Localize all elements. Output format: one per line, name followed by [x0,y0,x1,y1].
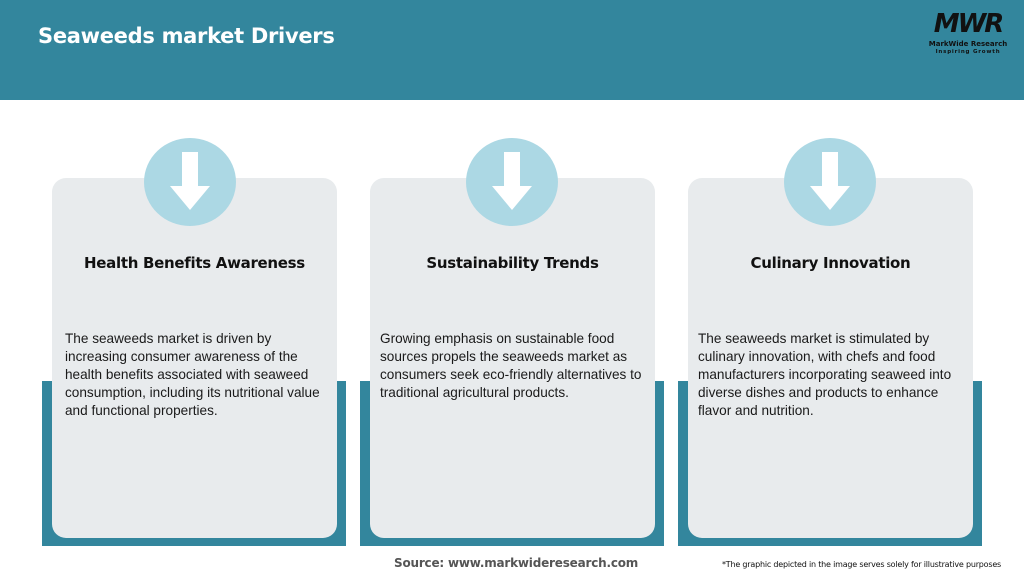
logo-tagline: Inspiring Growth [935,49,1001,55]
driver-card-health: Health Benefits Awareness The seaweeds m… [52,178,337,538]
arrow-down-icon [784,138,876,226]
card-title: Culinary Innovation [750,254,911,272]
page-title: Seaweeds market Drivers [38,24,335,48]
card-text: Growing emphasis on sustainable food sou… [380,331,642,400]
card-title: Health Benefits Awareness [84,254,305,272]
arrow-down-icon [466,138,558,226]
logo-name: MarkWide Research [928,40,1008,48]
logo-mark: MWR [933,9,1005,39]
card-title: Sustainability Trends [426,254,599,272]
driver-card-sustainability: Sustainability Trends Growing emphasis o… [370,178,655,538]
arrow-down-icon [144,138,236,226]
source-text: Source: www.markwideresearch.com [394,556,639,570]
driver-card-culinary: Culinary Innovation The seaweeds market … [688,178,973,538]
disclaimer-text: *The graphic depicted in the image serve… [722,560,1002,569]
card-text: The seaweeds market is stimulated by cul… [698,331,952,418]
card-text: The seaweeds market is driven by increas… [65,331,320,418]
logo: MWR MarkWide Research Inspiring Growth [922,10,1014,58]
header-banner: Seaweeds market Drivers MWR MarkWide Res… [0,0,1024,100]
